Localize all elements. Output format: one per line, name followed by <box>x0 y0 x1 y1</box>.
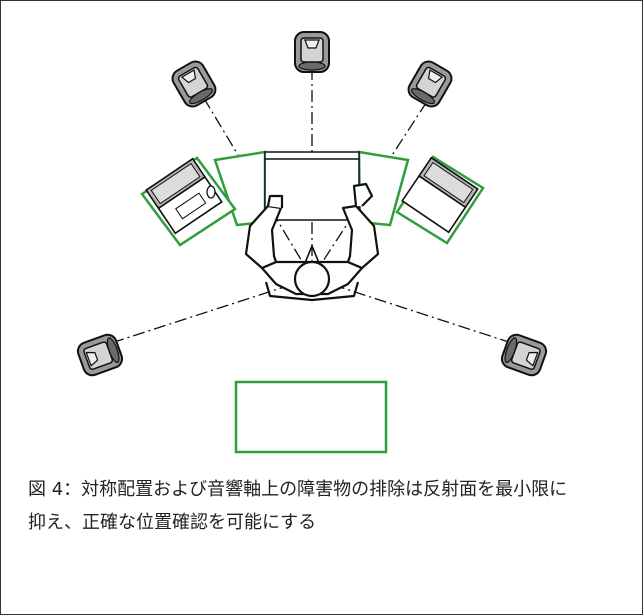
mouse-icon <box>206 185 216 199</box>
listener-figure <box>244 182 380 302</box>
acoustic-axis-lines <box>104 72 519 346</box>
speaker-layout-diagram <box>74 31 550 454</box>
caption-line-1: 図 4：対称配置および音響軸上の障害物の排除は反射面を最小限に <box>28 479 568 500</box>
caption-line-2: 抑え、正確な位置確認を可能にする <box>28 512 317 533</box>
figure-caption: 図 4：対称配置および音響軸上の障害物の排除は反射面を最小限に 抑え、正確な位置… <box>28 473 628 539</box>
speaker-icon-surround-right <box>498 331 550 379</box>
laptop-icon <box>145 157 223 235</box>
speaker-icon-surround-left <box>74 331 126 379</box>
speaker-icon-center <box>294 31 330 73</box>
speaker-icon-front-right <box>404 57 456 111</box>
speaker-icon-front-left <box>168 57 220 111</box>
rear-table <box>234 380 388 454</box>
laptop-icon <box>401 156 479 234</box>
